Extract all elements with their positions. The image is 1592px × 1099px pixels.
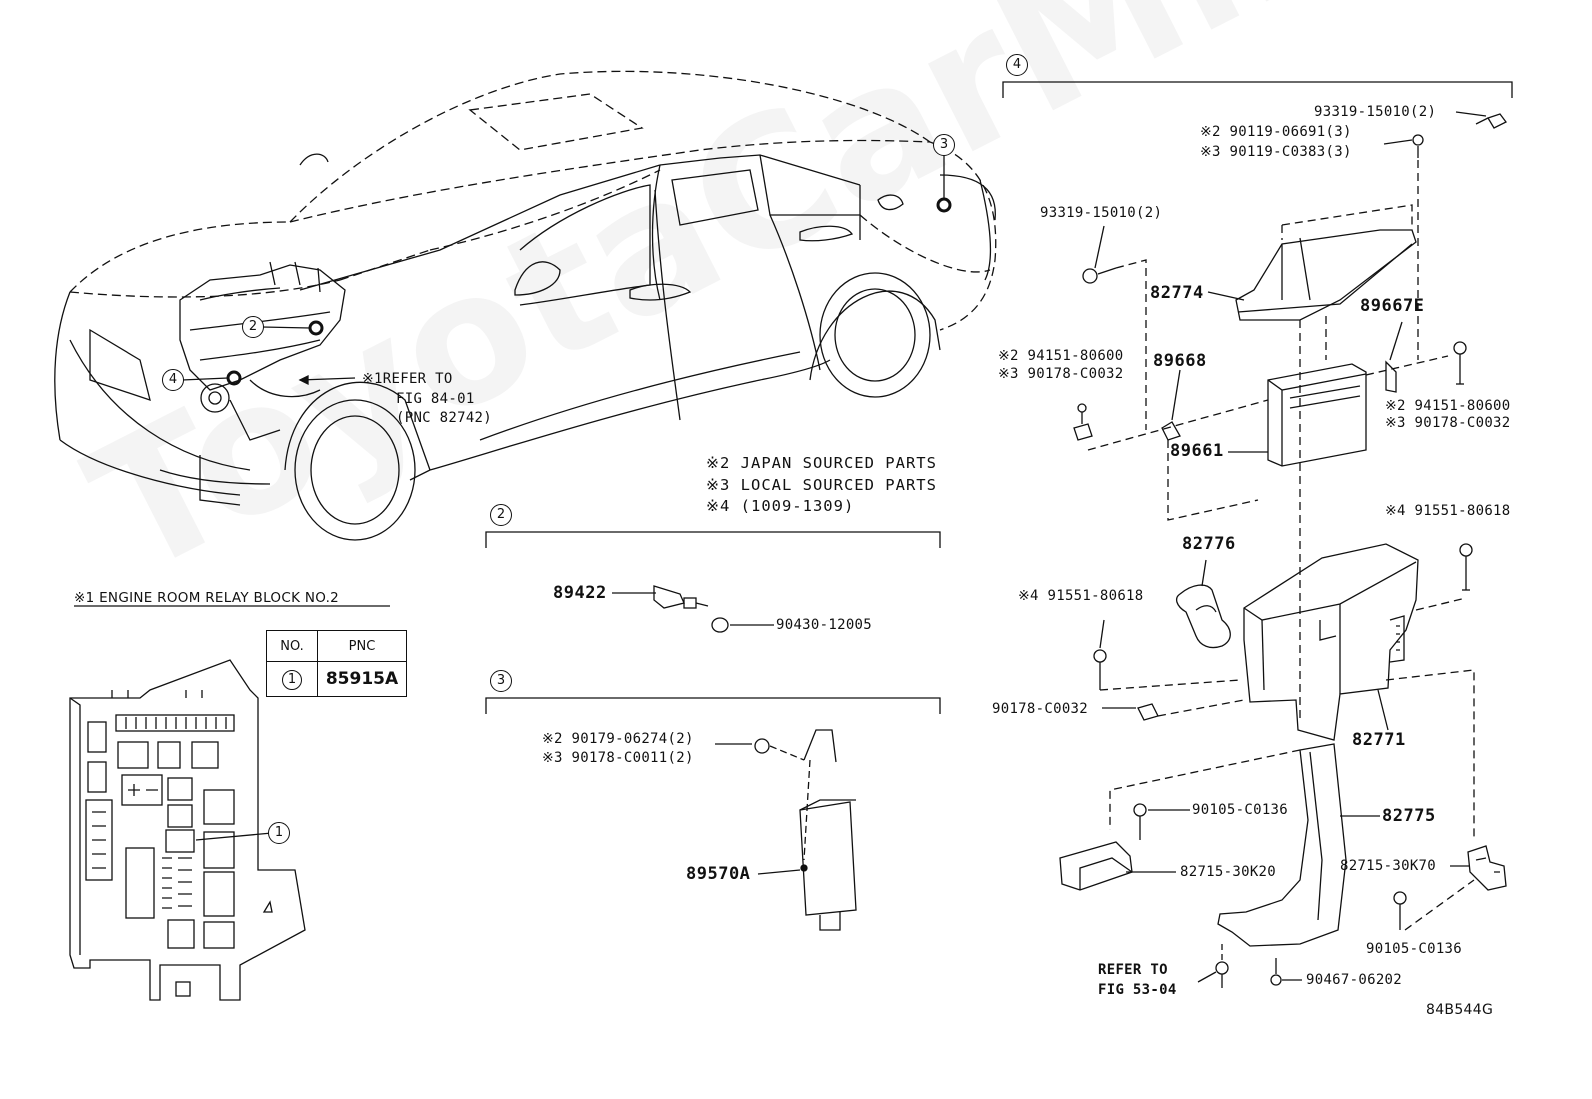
group2-marker: 2 — [490, 504, 512, 526]
car-note-text: REFER TO — [382, 371, 453, 387]
group3-drawing — [715, 729, 857, 931]
part-90179-06274[interactable]: ※2 90179-06274(2) — [542, 731, 694, 747]
note-local: ※3 LOCAL SOURCED PARTS — [706, 476, 937, 494]
part-90467-06202[interactable]: 90467-06202 — [1306, 972, 1403, 988]
car-note-mark: ※1 — [362, 371, 383, 387]
pnc-table: NO. PNC 1 85915A — [266, 630, 407, 697]
part-93319-15010-top[interactable]: 93319-15010(2) — [1314, 104, 1437, 120]
car-note-line3: (PNC 82742) — [396, 410, 493, 426]
part-94151-80600-left[interactable]: ※2 94151-80600 — [998, 348, 1124, 364]
group4-marker: 4 — [1006, 54, 1028, 76]
group-brackets — [485, 81, 1513, 714]
pnc-table-cell-no: 1 — [266, 661, 318, 697]
part-91551-80618-left[interactable]: ※4 91551-80618 — [1018, 588, 1144, 604]
part-90178-C0032[interactable]: 90178-C0032 — [992, 701, 1089, 717]
callout-2: 2 — [242, 316, 264, 338]
part-90105-C0136-top[interactable]: 90105-C0136 — [1192, 802, 1289, 818]
car-note-line2: FIG 84-01 — [396, 391, 475, 407]
callout-3: 3 — [933, 134, 955, 156]
figure-code: 84B544G — [1426, 1002, 1494, 1018]
pnc-table-row: 1 85915A — [266, 661, 407, 697]
pnc-table-header-pnc: PNC — [317, 630, 407, 662]
part-82715-30K70[interactable]: 82715-30K70 — [1340, 858, 1437, 874]
part-82774[interactable]: 82774 — [1150, 283, 1204, 303]
part-89667E[interactable]: 89667E — [1360, 296, 1425, 316]
refer-fig-53-04-line2[interactable]: FIG 53-04 — [1098, 982, 1177, 998]
part-89570A[interactable]: 89570A — [686, 864, 751, 884]
group3-marker: 3 — [490, 670, 512, 692]
part-82771[interactable]: 82771 — [1352, 730, 1406, 750]
note-japan: ※2 JAPAN SOURCED PARTS — [706, 454, 937, 472]
part-82776[interactable]: 82776 — [1182, 534, 1236, 554]
car-note-line1: ※1REFER TO — [362, 371, 453, 387]
part-90119-06691[interactable]: ※2 90119-06691(3) — [1200, 124, 1352, 140]
part-89668[interactable]: 89668 — [1153, 351, 1207, 371]
part-93319-15010-left[interactable]: 93319-15010(2) — [1040, 205, 1163, 221]
part-90178-C0032-left[interactable]: ※3 90178-C0032 — [998, 366, 1124, 382]
pnc-table-header: NO. PNC — [266, 630, 407, 662]
part-90178-C0011[interactable]: ※3 90178-C0011(2) — [542, 750, 694, 766]
part-89422[interactable]: 89422 — [553, 583, 607, 603]
part-89661[interactable]: 89661 — [1170, 441, 1224, 461]
part-90105-C0136-bottom[interactable]: 90105-C0136 — [1366, 941, 1463, 957]
group2-drawing — [612, 585, 774, 633]
part-82715-30K20[interactable]: 82715-30K20 — [1180, 864, 1277, 880]
relay-callout-1: 1 — [268, 822, 290, 844]
part-94151-80600-right[interactable]: ※2 94151-80600 — [1385, 398, 1511, 414]
relay-block-title: ※1 ENGINE ROOM RELAY BLOCK NO.2 — [74, 590, 340, 606]
group4-drawing — [1059, 111, 1507, 988]
part-82775[interactable]: 82775 — [1382, 806, 1436, 826]
pnc-row-callout: 1 — [282, 670, 302, 690]
relay-block-drawing — [69, 605, 390, 1001]
part-90178-C0032-right[interactable]: ※3 90178-C0032 — [1385, 415, 1511, 431]
part-90119-C0383[interactable]: ※3 90119-C0383(3) — [1200, 144, 1352, 160]
note-date-range: ※4 (1009-1309) — [706, 497, 855, 515]
part-91551-80618-right[interactable]: ※4 91551-80618 — [1385, 503, 1511, 519]
refer-fig-53-04-line1[interactable]: REFER TO — [1098, 962, 1168, 978]
car-solid-lines — [54, 153, 996, 541]
pnc-table-cell-pnc: 85915A — [317, 661, 407, 697]
callout-4: 4 — [162, 369, 184, 391]
car-illustration — [69, 70, 997, 331]
pnc-table-header-no: NO. — [266, 630, 318, 662]
part-90430-12005[interactable]: 90430-12005 — [776, 617, 873, 633]
